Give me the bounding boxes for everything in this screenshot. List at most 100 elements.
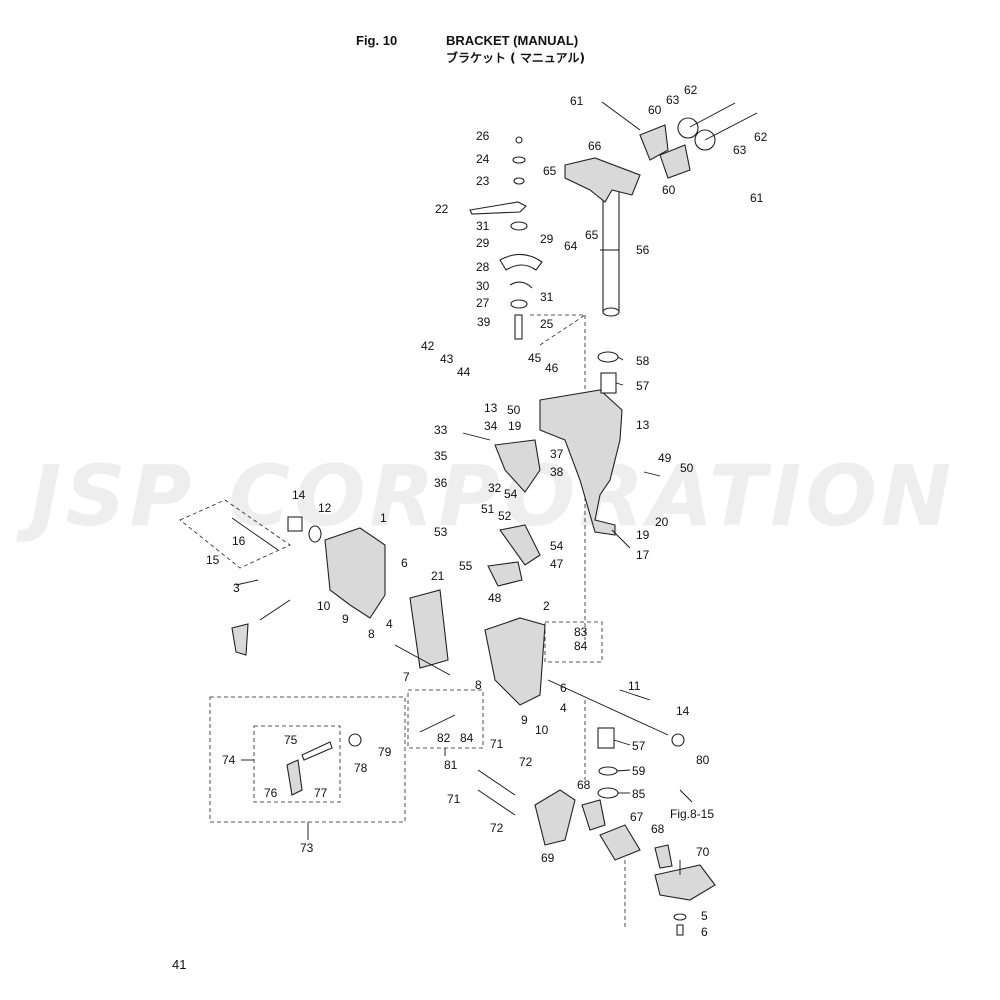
callout-81: 81 (444, 758, 458, 772)
mount-washer-upper (677, 117, 699, 139)
callout-74: 74 (222, 753, 236, 767)
callout-66: 66 (588, 139, 602, 153)
clamp-bracket-1 (324, 527, 386, 619)
callout-84: 84 (574, 639, 588, 653)
callout-47: 47 (550, 557, 564, 571)
callout-20: 20 (655, 515, 669, 529)
wire-80 (679, 789, 693, 803)
washer-85 (597, 787, 619, 799)
tilt-lever-47 (499, 524, 541, 566)
callout-9: 9 (342, 612, 349, 626)
callout-5: 5 (701, 909, 708, 923)
callout-21: 21 (431, 569, 445, 583)
callout-54b: 54 (550, 539, 564, 553)
group-box-83 (544, 621, 603, 663)
callout-46: 46 (545, 361, 559, 375)
bolt-82 (419, 714, 456, 733)
through-bolt-11 (547, 679, 669, 736)
washer-5 (673, 913, 687, 921)
watermark: JSP CORPORATION (16, 447, 955, 545)
callout-58: 58 (636, 354, 650, 368)
callout-54: 54 (504, 487, 518, 501)
pin-25 (514, 314, 523, 340)
callout-64: 64 (564, 239, 578, 253)
callout-6: 6 (401, 556, 408, 570)
callout-72b: 72 (490, 821, 504, 835)
callout-14b: 14 (676, 704, 690, 718)
washer-23 (513, 177, 525, 185)
callout-29: 29 (476, 236, 490, 250)
callout-6b: 6 (560, 681, 567, 695)
callout-33: 33 (434, 423, 448, 437)
callout-73: 73 (300, 841, 314, 855)
callout-19b: 19 (636, 528, 650, 542)
bushing-57b (597, 727, 615, 749)
callout-68b: 68 (651, 822, 665, 836)
callout-76: 76 (264, 786, 278, 800)
throttle-lever (469, 201, 527, 215)
callout-62b: 62 (754, 130, 768, 144)
plate-76 (286, 759, 303, 796)
steering-bracket (564, 157, 641, 203)
callout-19: 19 (508, 419, 522, 433)
callout-60: 60 (648, 103, 662, 117)
callout-13b: 13 (636, 418, 650, 432)
callout-67: 67 (630, 810, 644, 824)
callout-35: 35 (434, 449, 448, 463)
callout-69: 69 (541, 851, 555, 865)
callout-31b: 31 (540, 290, 554, 304)
callout-7: 7 (403, 670, 410, 684)
swivel-bracket (539, 389, 623, 536)
pin-axis (259, 599, 291, 621)
callout-4: 4 (386, 617, 393, 631)
stopper-69 (534, 789, 576, 846)
callout-82: 82 (437, 731, 451, 745)
group-box-73 (209, 696, 406, 823)
group-box-81 (407, 689, 484, 749)
clamp-bracket-2 (484, 617, 546, 706)
tilt-rod-16 (231, 517, 279, 551)
callout-49: 49 (658, 451, 672, 465)
washer-12 (308, 525, 322, 543)
tilt-plate-48 (487, 561, 523, 587)
tilt-lock-32 (494, 439, 541, 493)
callout-85: 85 (632, 787, 646, 801)
thumb-plate (231, 623, 249, 656)
callout-3: 3 (233, 581, 240, 595)
callout-6c: 6 (701, 925, 708, 939)
callout-44: 44 (457, 365, 471, 379)
bushing-57 (600, 372, 617, 394)
shaft-33 (462, 432, 491, 441)
washer-31 (510, 221, 528, 231)
figure-title-english: BRACKET (MANUAL) (446, 33, 579, 48)
callout-43: 43 (440, 352, 454, 366)
callout-26: 26 (476, 129, 490, 143)
callout-30: 30 (476, 279, 490, 293)
callout-8: 8 (368, 627, 375, 641)
callout-61: 61 (570, 94, 584, 108)
friction-plate (499, 253, 543, 271)
callout-11: 11 (628, 679, 641, 693)
callout-labels: 1 2 3 4 4 5 6 6 6 7 8 8 9 9 10 10 11 12 … (206, 83, 768, 939)
callout-63b: 63 (733, 143, 747, 157)
callout-75: 75 (284, 733, 298, 747)
callout-52: 52 (498, 509, 512, 523)
callout-65b: 65 (585, 228, 599, 242)
callout-39: 39 (477, 315, 491, 329)
callout-28: 28 (476, 260, 490, 274)
callout-10: 10 (317, 599, 331, 613)
figure-title-japanese: ブラケット ( マニュアル) (446, 51, 585, 65)
callout-42: 42 (421, 339, 435, 353)
pin-75 (301, 741, 333, 761)
washer-31b (510, 299, 528, 309)
stopper-70 (654, 864, 716, 901)
steering-shaft (602, 189, 620, 313)
bolt-71-upper (477, 769, 516, 796)
callout-23: 23 (476, 174, 490, 188)
callout-15: 15 (206, 553, 220, 567)
callout-84b: 84 (460, 731, 474, 745)
collar-14 (287, 516, 303, 532)
callout-37: 37 (550, 447, 564, 461)
